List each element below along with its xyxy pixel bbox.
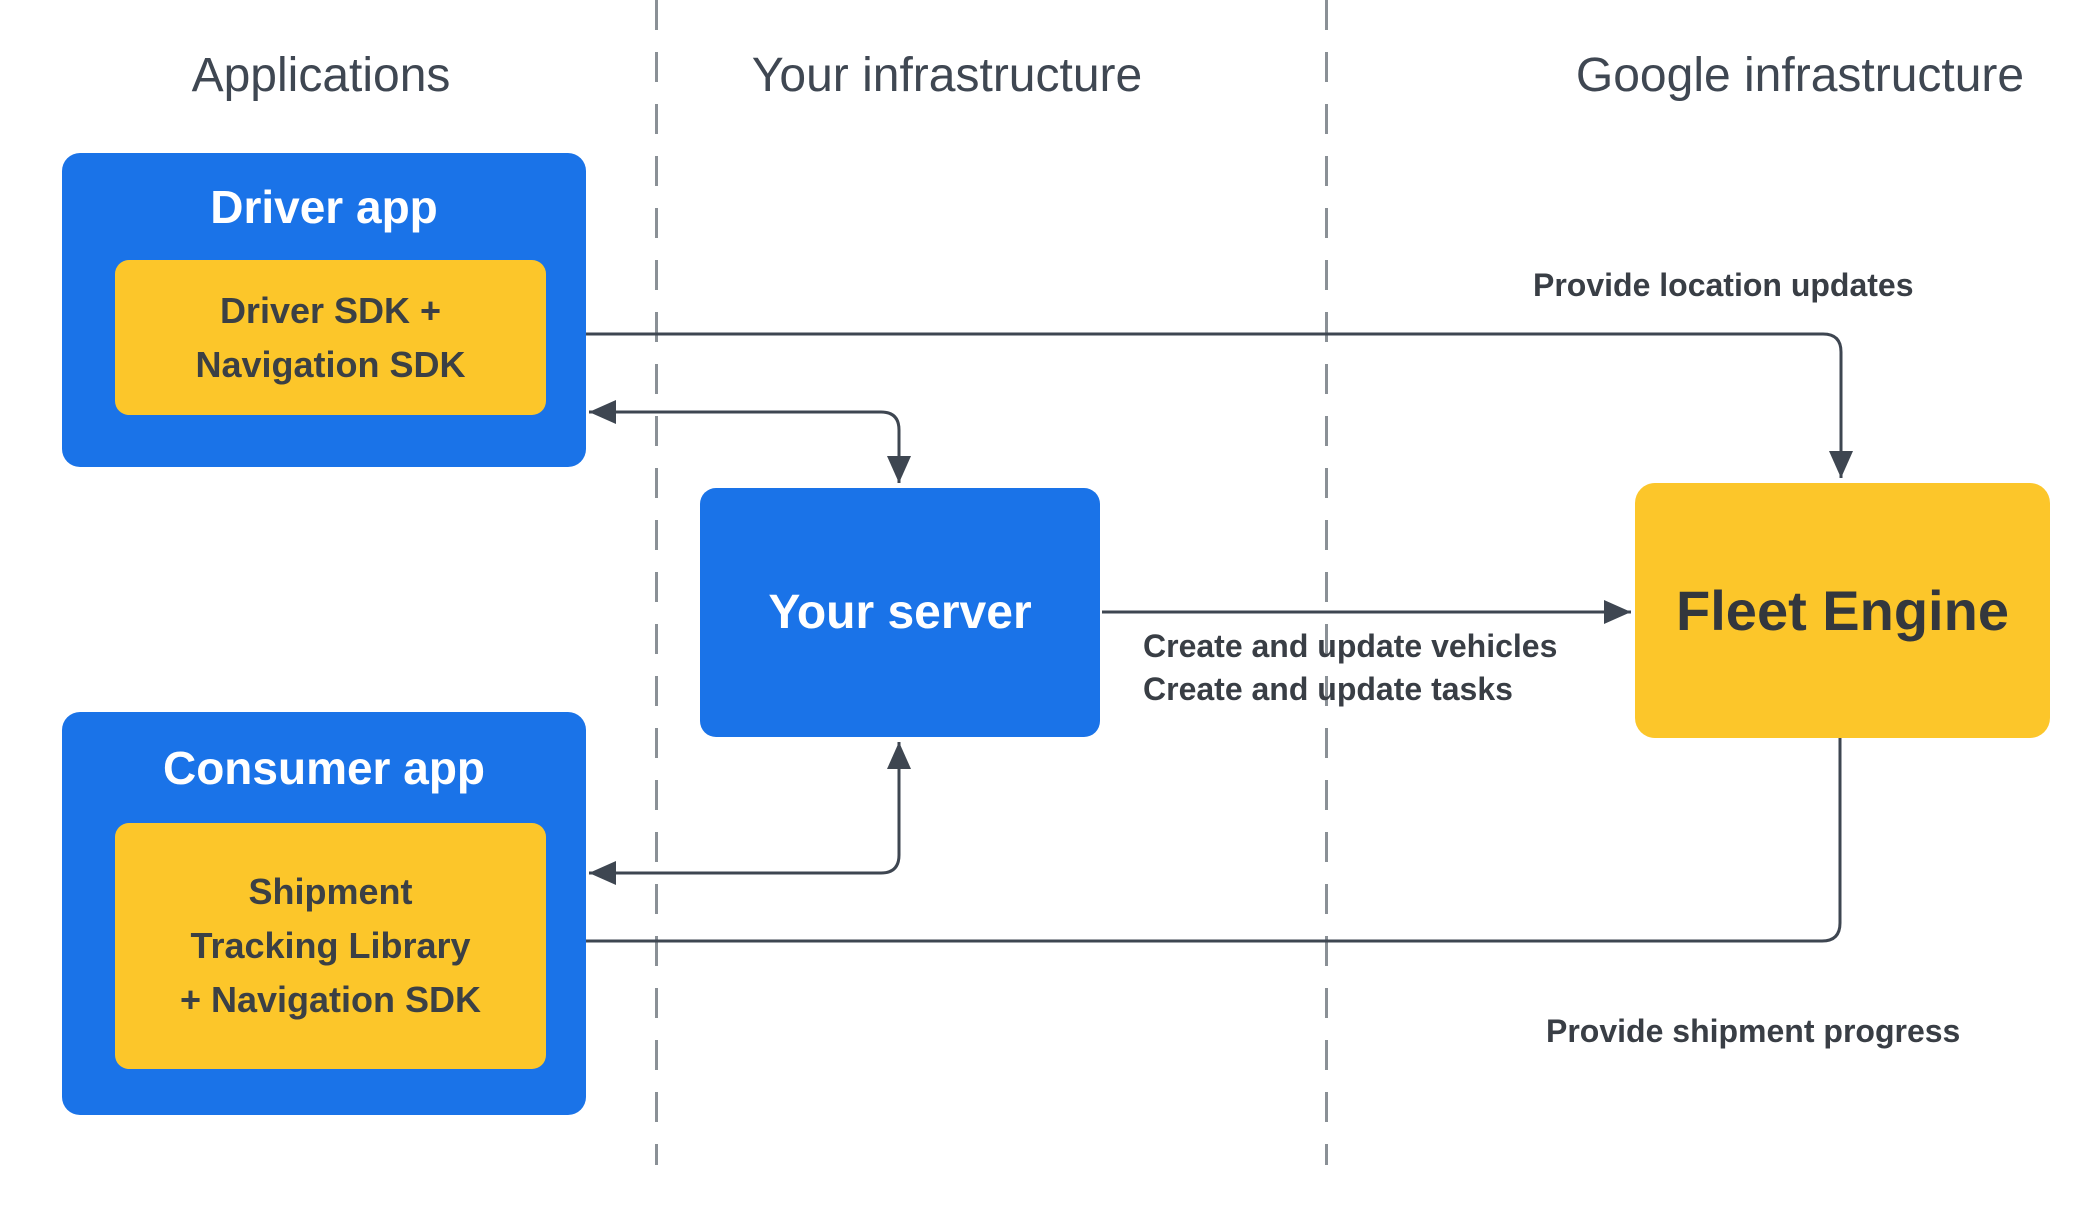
edge-label-provide-location-updates: Provide location updates bbox=[1533, 267, 1914, 303]
edge-driver-app-your-server bbox=[589, 400, 911, 483]
edge-provide-shipment-progress bbox=[550, 738, 1842, 953]
consumer-app-title: Consumer app bbox=[162, 741, 486, 794]
driver-sdk-label: Driver SDK + Navigation SDK bbox=[195, 289, 466, 385]
your-server-title: Your server bbox=[768, 586, 1032, 639]
edge-label-create-update-tasks: Create and update tasks bbox=[1143, 671, 1513, 707]
edge-provide-location-updates bbox=[549, 322, 1853, 478]
node-fleet-engine: Fleet Engine bbox=[1635, 483, 2050, 738]
node-driver-app: Driver app Driver SDK + Navigation SDK bbox=[62, 153, 586, 467]
edge-consumer-app-your-server bbox=[589, 742, 911, 885]
node-your-server: Your server bbox=[700, 488, 1100, 737]
edge-label-provide-shipment-progress: Provide shipment progress bbox=[1546, 1013, 1961, 1049]
column-divider-left bbox=[655, 0, 658, 1165]
node-driver-sdk: Driver SDK + Navigation SDK bbox=[115, 260, 546, 415]
fleet-engine-title: Fleet Engine bbox=[1676, 579, 2009, 642]
shipment-tracking-library-label: Shipment Tracking Library + Navigation S… bbox=[179, 871, 482, 1020]
column-header-google-infrastructure: Google infrastructure bbox=[1575, 49, 2025, 102]
column-header-your-infrastructure: Your infrastructure bbox=[751, 49, 1143, 102]
column-divider-right bbox=[1325, 0, 1328, 1165]
node-shipment-tracking-library: Shipment Tracking Library + Navigation S… bbox=[115, 823, 546, 1069]
node-consumer-app: Consumer app Shipment Tracking Library +… bbox=[62, 712, 586, 1115]
edge-label-create-update-vehicles: Create and update vehicles bbox=[1143, 628, 1558, 664]
driver-app-title: Driver app bbox=[210, 180, 438, 233]
column-header-applications: Applications bbox=[191, 49, 451, 102]
